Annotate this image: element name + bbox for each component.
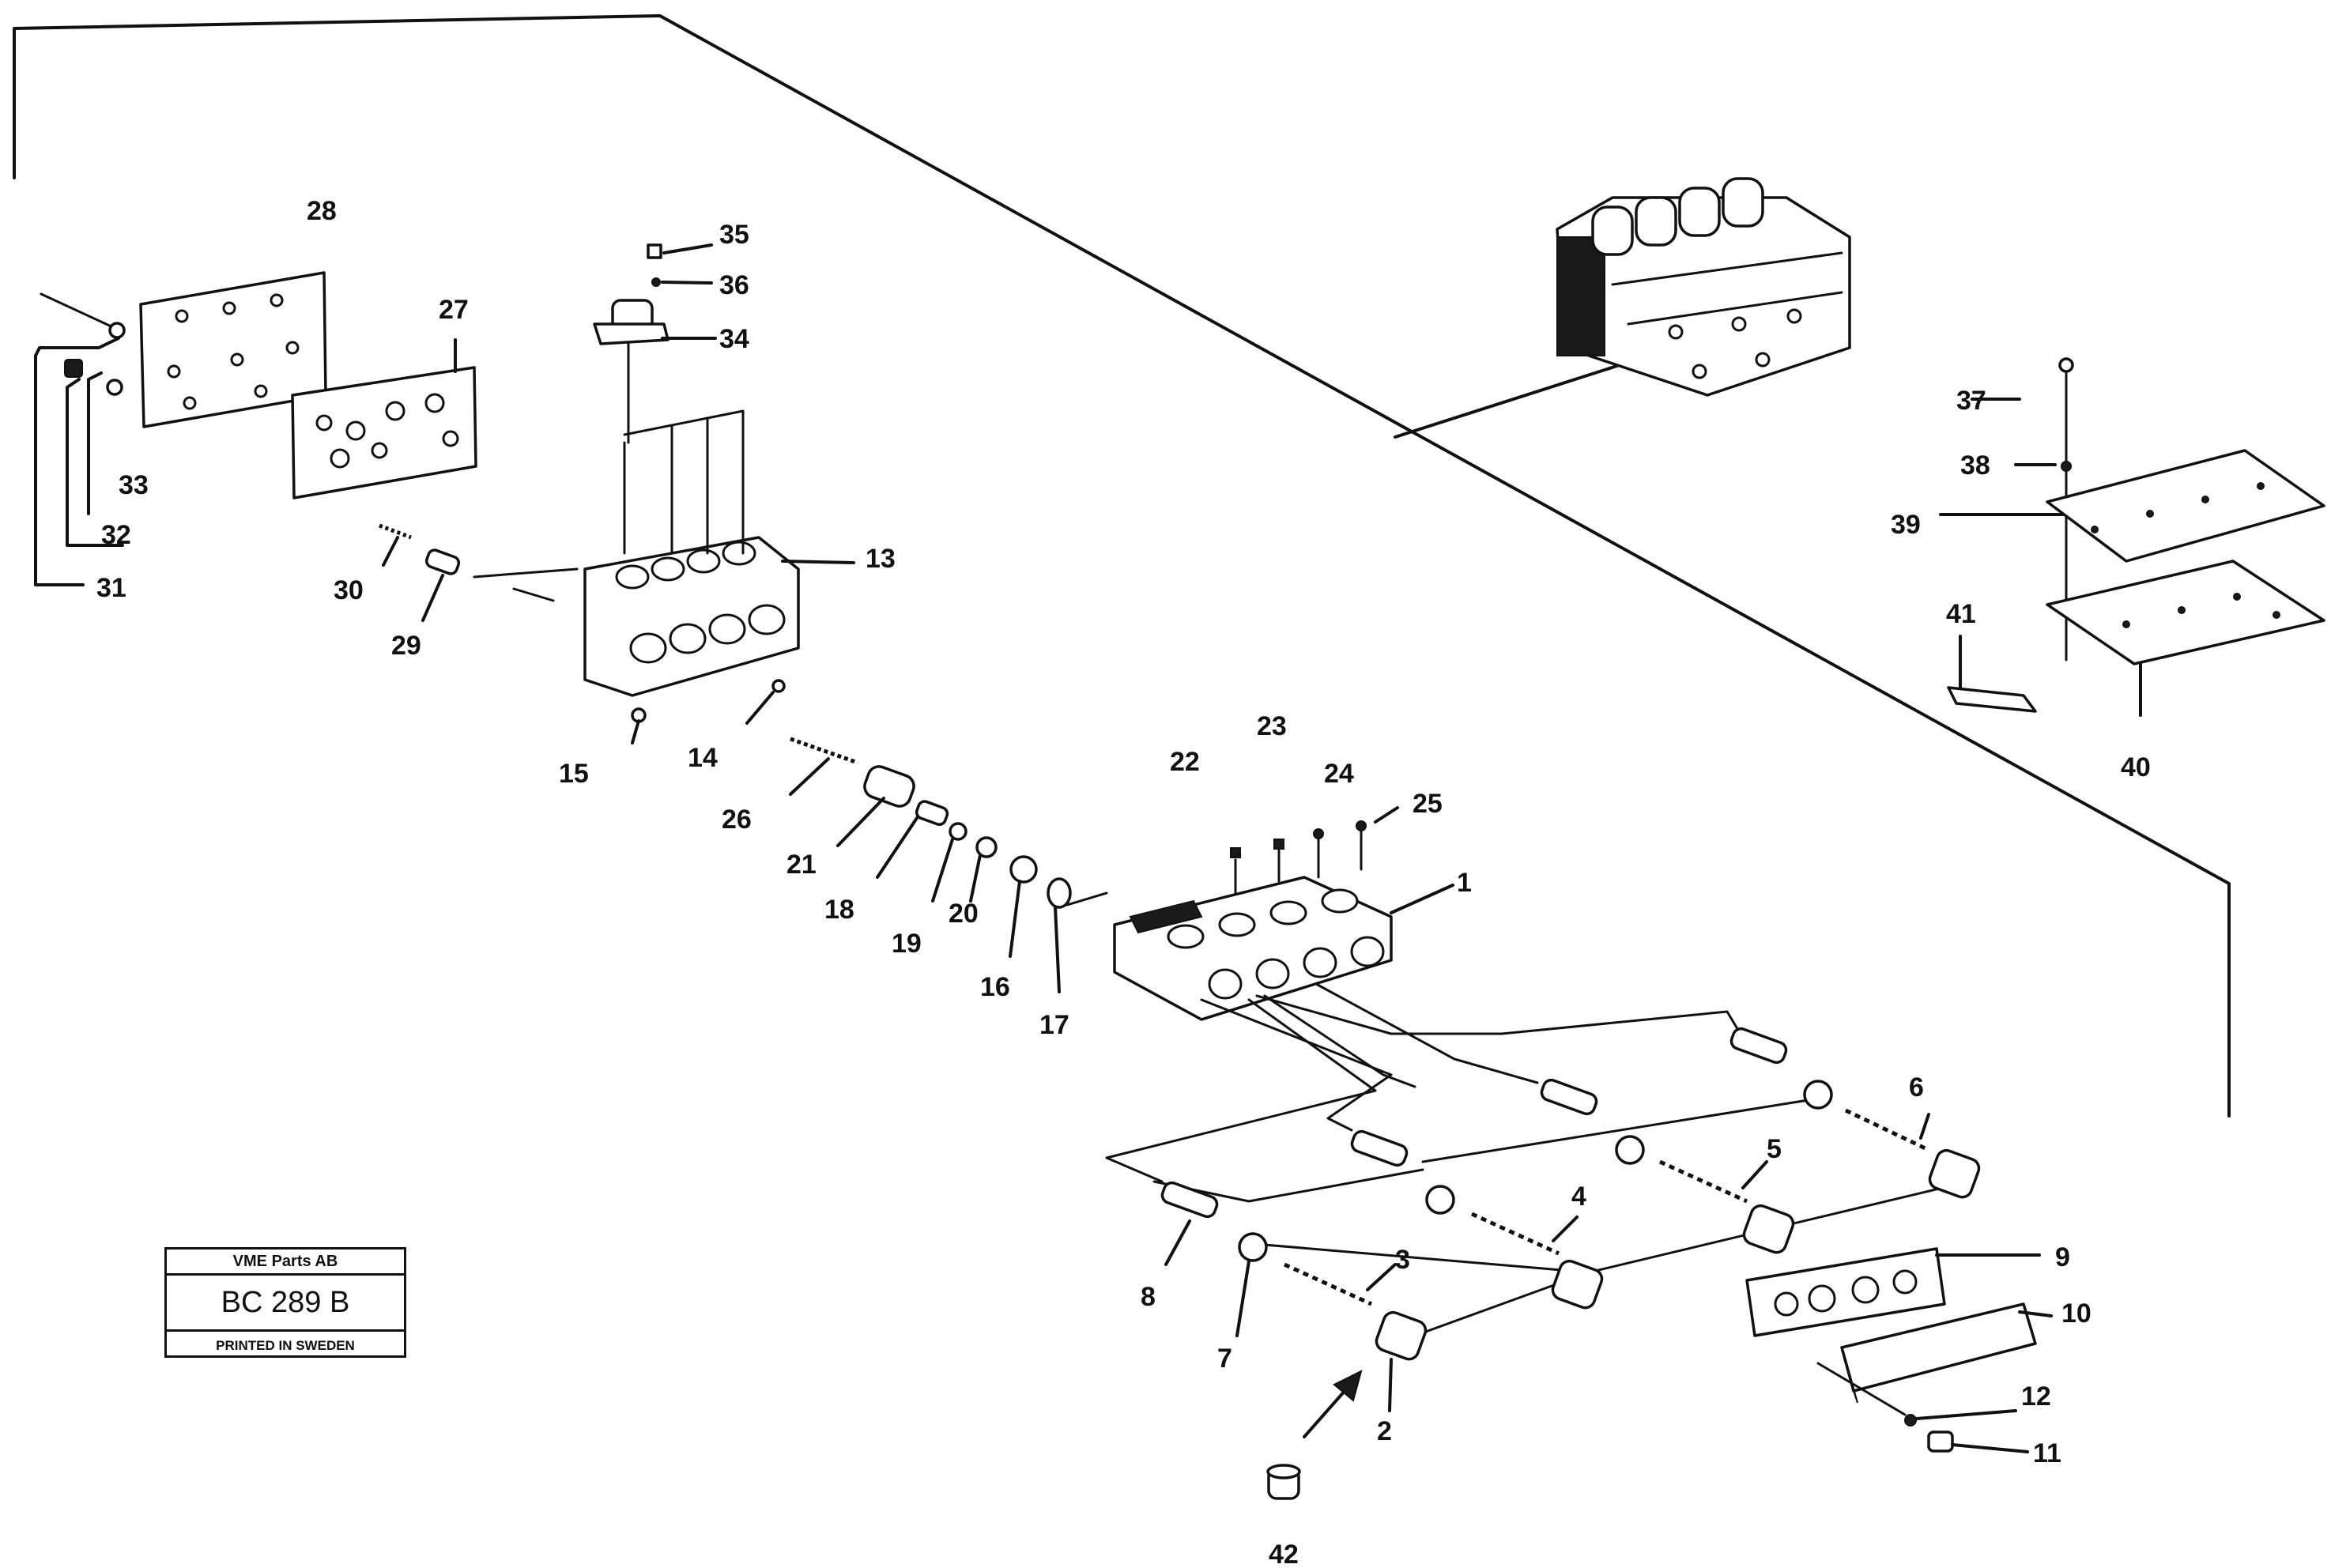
callout-25: 25 [1413,789,1443,819]
callout-23: 23 [1257,711,1287,741]
callout-37: 37 [1956,386,1986,416]
gasket-27 [291,338,477,499]
cover-parts-right [1745,1247,2053,1453]
callout-12: 12 [2021,1381,2051,1412]
callout-19: 19 [892,929,922,959]
callout-29: 29 [391,631,421,661]
callout-24: 24 [1324,759,1354,789]
callout-21: 21 [786,850,817,880]
solenoid-34 [593,243,717,444]
callout-2: 2 [1377,1416,1392,1446]
callout-15: 15 [559,759,589,789]
cover-plate-28 [34,271,327,586]
callout-39: 39 [1891,510,1921,540]
callout-41: 41 [1946,599,1976,629]
frame-lines [13,14,2231,1118]
small-parts-left [379,523,786,744]
callout-17: 17 [1039,1010,1069,1040]
callout-36: 36 [719,270,749,300]
callout-30: 30 [334,575,364,605]
callout-26: 26 [722,805,752,835]
callout-16: 16 [980,972,1010,1002]
title-block-company: VME Parts AB [167,1250,404,1276]
callout-35: 35 [719,220,749,250]
plates-right [1939,357,2325,717]
callout-42: 42 [1269,1540,1299,1568]
callout-32: 32 [101,520,131,550]
callout-31: 31 [96,573,126,603]
callout-7: 7 [1217,1344,1232,1374]
callout-1: 1 [1457,868,1472,898]
callout-3: 3 [1395,1245,1410,1275]
callout-33: 33 [119,470,149,500]
callout-20: 20 [949,899,979,929]
callout-labels: 1 2 3 5 6 7 8 9 10 11 12 13 14 15 16 17 … [96,196,2151,1568]
title-block-drawing-code: BC 289 B [167,1276,404,1332]
callout-13: 13 [866,544,896,574]
callout-28: 28 [307,196,337,226]
callout-18: 18 [824,895,854,925]
callout-14: 14 [688,743,718,773]
callout-10: 10 [2061,1298,2091,1329]
valve-body-13 [473,409,855,697]
callout-38: 38 [1960,450,1990,481]
title-block: VME Parts AB BC 289 B PRINTED IN SWEDEN [164,1247,406,1358]
callout-34: 34 [719,324,749,354]
callout-27: 27 [439,295,469,325]
assembled-valve-illustration [1556,177,1851,397]
callout-8: 8 [1141,1282,1156,1312]
title-block-printed-note: PRINTED IN SWEDEN [216,1338,355,1353]
callout-4: 4 [1571,1182,1586,1212]
spool-set [1160,1027,1981,1500]
callout-40: 40 [2121,752,2151,782]
callout-5: 5 [1767,1134,1782,1164]
callout-9: 9 [2055,1242,2070,1272]
callout-6: 6 [1909,1072,1924,1102]
callout-11: 11 [2033,1438,2061,1468]
callout-22: 22 [1170,747,1200,777]
valve-body-1 [1066,806,1454,1021]
spool-parts-middle [789,737,1072,993]
